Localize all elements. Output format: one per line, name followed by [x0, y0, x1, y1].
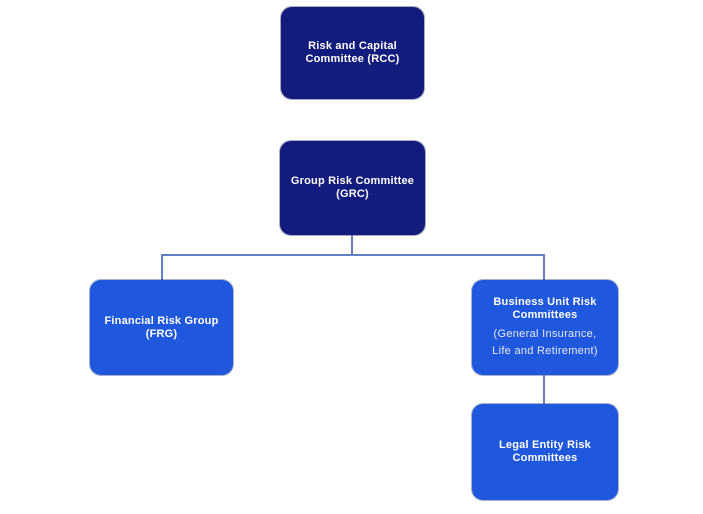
- node-business-unit-risk-committees: Business Unit Risk Committees (General I…: [472, 280, 618, 375]
- node-title-line: Financial Risk Group: [104, 314, 219, 327]
- node-title-line: Committee (RCC): [305, 53, 400, 65]
- connector-grc-stem: [351, 235, 353, 256]
- node-title-line: Risk and Capital: [308, 40, 397, 52]
- node-title-line: Committees: [512, 308, 578, 321]
- node-title-line: Business Unit Risk: [493, 295, 597, 308]
- node-title-line: (FRG): [145, 327, 178, 340]
- node-legal-entity-risk-committees: Legal Entity Risk Committees: [472, 404, 618, 500]
- node-title-line: (GRC): [336, 188, 369, 200]
- node-subtitle-group: (General Insurance, Life and Retirement): [492, 326, 598, 360]
- node-title-line: Group Risk Committee: [290, 175, 415, 187]
- node-risk-and-capital-committee: Risk and Capital Committee (RCC): [281, 7, 424, 99]
- connector-burc-drop: [543, 254, 545, 280]
- node-subtitle-line: (General Insurance,: [493, 327, 597, 340]
- node-title-line: Committees: [512, 452, 578, 464]
- node-title-line: Legal Entity Risk: [498, 439, 592, 451]
- connector-frg-drop: [161, 254, 163, 280]
- node-financial-risk-group: Financial Risk Group (FRG): [90, 280, 233, 375]
- node-subtitle-line: Life and Retirement): [492, 344, 598, 357]
- connector-horizontal-bar: [161, 254, 545, 256]
- node-group-risk-committee: Group Risk Committee (GRC): [280, 141, 425, 235]
- connector-burc-lerc: [543, 375, 545, 404]
